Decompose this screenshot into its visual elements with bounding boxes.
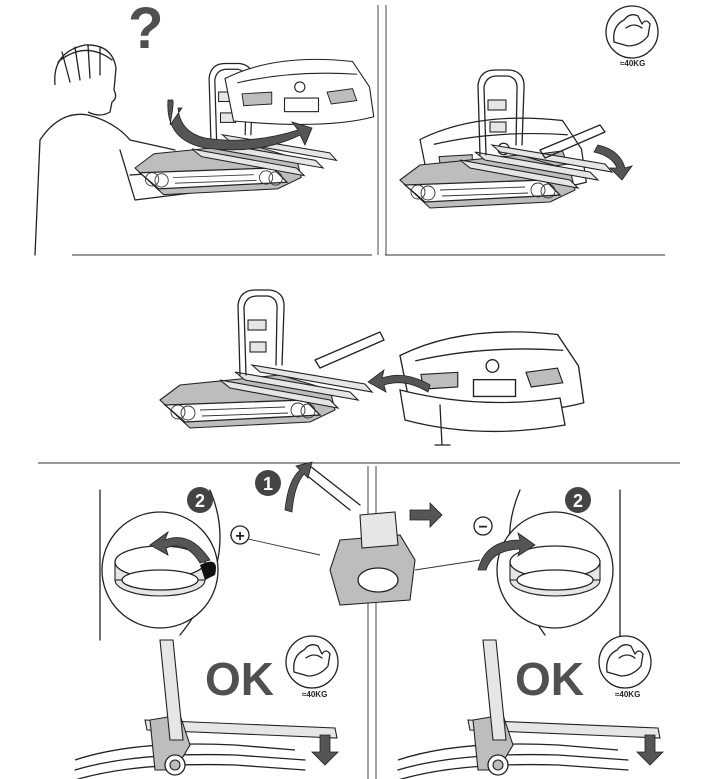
person-head	[54, 44, 117, 116]
ok-left-text: OK	[205, 653, 274, 705]
knob-loosen	[496, 511, 614, 629]
panel-tension-adjust: 1 2 + 2 − OK ≈40KG O	[74, 461, 664, 779]
panel-rack-approach	[159, 289, 585, 446]
tighten-arrow	[149, 530, 211, 564]
step-2-left-label: 2	[195, 491, 205, 511]
car-rear-1	[224, 58, 375, 125]
move-left-arrow	[367, 369, 431, 393]
push-right-arrow	[409, 502, 443, 528]
loosen-arrow	[477, 532, 536, 571]
knob-tighten	[101, 511, 219, 629]
minus-sign: −	[478, 519, 487, 536]
weight-badge-2: ≈40KG	[302, 690, 327, 699]
step-2-right-label: 2	[573, 491, 583, 511]
strength-badge-3	[598, 635, 652, 689]
panel-lifting-person: ?	[34, 0, 375, 256]
press-down-arrow-2	[311, 734, 339, 766]
question-mark-text: ?	[128, 0, 163, 61]
plus-sign: +	[235, 528, 244, 545]
strength-badge-1	[605, 5, 659, 59]
rotate-arrow	[167, 99, 313, 151]
press-down-arrow-1	[593, 144, 633, 181]
step-1-label: 1	[263, 474, 273, 494]
strength-badge-2	[285, 635, 339, 689]
weight-badge-1: ≈40KG	[620, 59, 645, 68]
ok-right-text: OK	[515, 653, 584, 705]
press-down-arrow-3	[636, 734, 664, 766]
panel-mount-on-car: ≈40KG	[399, 5, 659, 209]
weight-badge-3: ≈40KG	[615, 690, 640, 699]
step-1-arrow	[284, 461, 313, 513]
